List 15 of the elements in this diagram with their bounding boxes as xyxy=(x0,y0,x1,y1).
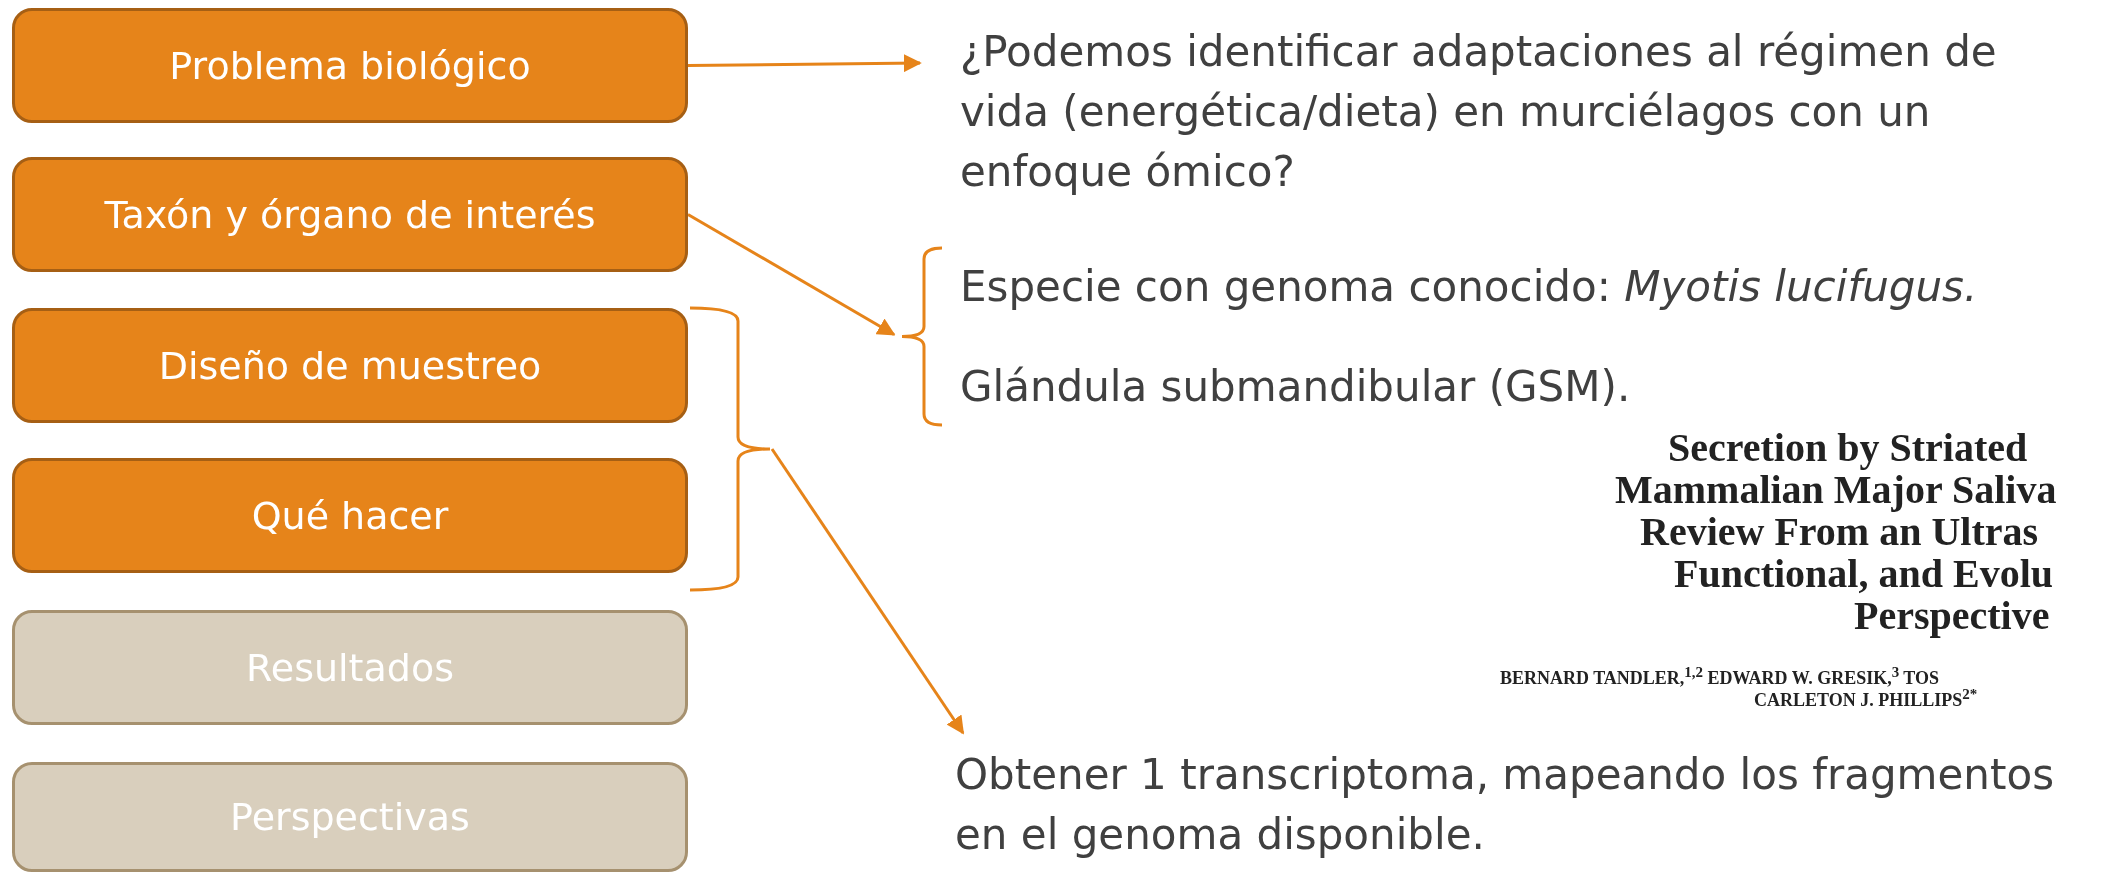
statement-text: Especie con genoma conocido: Myotis lucifugus. xyxy=(960,261,1978,313)
author-list: CARLETON J. PHILLIPS$^{2*}$ xyxy=(1754,686,1978,711)
statement-text: Obtener 1 transcriptoma, mapeando los fragmentos en el genoma disponible. xyxy=(955,749,2056,861)
statement-text: ¿Podemos identificar adaptaciones al régimen de vida (energética/dieta) en murciélagos con un enfoque ómico? xyxy=(960,26,1998,198)
arrow xyxy=(688,54,922,73)
author-list: BERNARD TANDLER,$^{1,2}$ EDWARD W. GRESIK,$^{3}$ TOS xyxy=(1500,664,1940,689)
statement-text: Glándula submandibular (GSM). xyxy=(960,361,1631,413)
process-box: Perspectivas xyxy=(12,762,688,872)
process-box: Taxón y órgano de interés xyxy=(12,157,688,272)
process-box: Problema biológico xyxy=(12,8,688,123)
process-box: Qué hacer xyxy=(12,458,688,573)
arrow xyxy=(770,448,965,735)
arrow xyxy=(687,213,896,336)
process-box: Diseño de muestreo xyxy=(12,308,688,423)
process-box: Resultados xyxy=(12,610,688,725)
